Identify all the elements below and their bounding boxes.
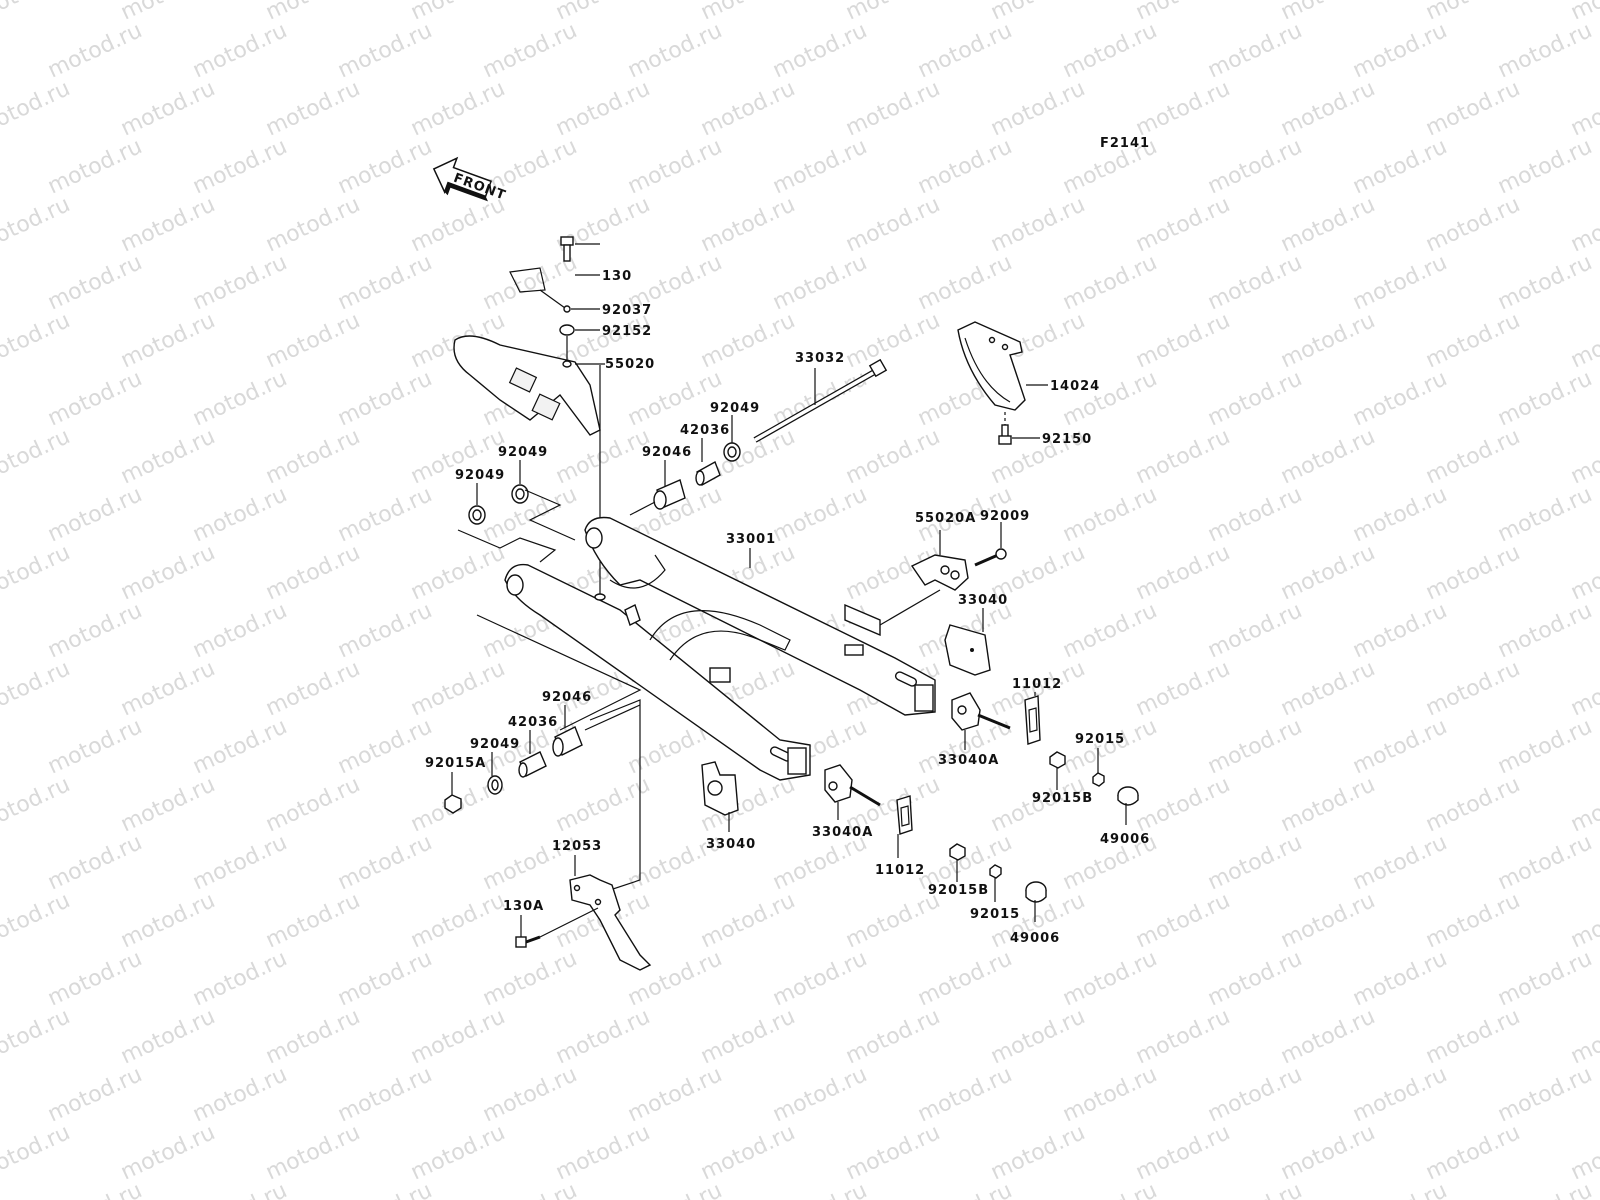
callout-92015A: 92015A [425, 756, 486, 771]
part-92037-clamp[interactable]: 92037 [509, 267, 652, 318]
callout-33040A-lower: 33040A [812, 825, 873, 840]
front-label: FRONT [451, 171, 508, 204]
part-92015B-nut-right[interactable]: 92015B [1032, 751, 1093, 806]
part-92049-seal-upper[interactable]: 92049 [710, 401, 760, 462]
callout-55020: 55020 [605, 357, 655, 372]
part-55020A-bracket[interactable]: 55020A [910, 511, 976, 591]
callout-130A: 130A [503, 899, 544, 914]
callout-11012-lower: 11012 [875, 863, 925, 878]
callout-11012-right: 11012 [1012, 677, 1062, 692]
callout-14024: 14024 [1050, 379, 1100, 394]
part-12053-chain-guard[interactable]: 12053 [552, 839, 652, 971]
part-33040-adjuster-block-lower[interactable]: 33040 [701, 761, 756, 852]
part-92009-screw[interactable]: 92009 [974, 509, 1030, 567]
part-11012-plate-lower[interactable]: 11012 [875, 795, 925, 878]
callout-92009: 92009 [980, 509, 1030, 524]
callout-33040-lower: 33040 [706, 837, 756, 852]
part-33001-swingarm[interactable]: 33001 [504, 516, 936, 781]
callout-92049-upper: 92049 [710, 401, 760, 416]
callout-55020A: 55020A [915, 511, 976, 526]
part-33040-adjuster-block-right[interactable]: 33040 [944, 593, 1008, 676]
front-arrow-icon: FRONT [432, 156, 508, 204]
callout-42036-upper: 42036 [680, 423, 730, 438]
callout-92046-upper: 92046 [642, 445, 692, 460]
figure-code: F2141 [1100, 136, 1150, 151]
part-42036-sleeve-upper[interactable]: 42036 [680, 423, 730, 487]
part-130A-bolt[interactable]: 130A [503, 899, 599, 948]
callout-92015B-lower: 92015B [928, 883, 989, 898]
part-92049-seal-lower[interactable]: 92049 [470, 737, 520, 795]
callout-33040-right: 33040 [958, 593, 1008, 608]
part-92150-bolt[interactable]: 92150 [998, 424, 1092, 447]
part-92046-needle-bearing-upper[interactable]: 92046 [642, 445, 692, 510]
part-33040A-adjuster-right[interactable]: 33040A [938, 692, 1011, 768]
callout-12053: 12053 [552, 839, 602, 854]
part-11012-plate-right[interactable]: 11012 [1012, 677, 1062, 745]
part-33032-pivot-shaft[interactable]: 33032 [753, 351, 888, 443]
callout-92015B-right: 92015B [1032, 791, 1093, 806]
callout-92046-lower: 92046 [542, 690, 592, 705]
callout-33032: 33032 [795, 351, 845, 366]
part-92015B-nut-lower[interactable]: 92015B [928, 843, 989, 898]
part-92049-seal-left-b[interactable]: 92049 [455, 468, 505, 525]
callout-92150: 92150 [1042, 432, 1092, 447]
part-42036-sleeve-lower[interactable]: 42036 [508, 715, 558, 778]
callout-92037: 92037 [602, 303, 652, 318]
callout-33040A-right: 33040A [938, 753, 999, 768]
part-92015-nut-lower[interactable]: 92015 [970, 864, 1020, 922]
part-92046-needle-bearing-lower[interactable]: 92046 [542, 690, 592, 757]
callout-49006-right: 49006 [1100, 832, 1150, 847]
callout-92015-lower: 92015 [970, 907, 1020, 922]
part-92152-collar[interactable]: 92152 [559, 324, 652, 339]
callout-49006-lower: 49006 [1010, 931, 1060, 946]
part-92049-seal-left-a[interactable]: 92049 [498, 445, 548, 504]
callout-42036-lower: 42036 [508, 715, 558, 730]
part-33040A-adjuster-lower[interactable]: 33040A [812, 764, 881, 840]
callout-92152: 92152 [602, 324, 652, 339]
part-92015A-nut[interactable]: 92015A [425, 756, 486, 814]
part-14024-chain-slider[interactable]: 14024 [957, 321, 1100, 411]
part-92015-nut-right[interactable]: 92015 [1075, 732, 1125, 787]
callout-92049-lower: 92049 [470, 737, 520, 752]
part-55020-chain-guide[interactable]: 55020 [453, 335, 655, 436]
part-49006-cap-lower[interactable]: 49006 [1010, 881, 1060, 946]
part-130-bolt[interactable]: 130 [560, 236, 632, 284]
callout-92015-right: 92015 [1075, 732, 1125, 747]
callout-130: 130 [602, 269, 632, 284]
part-49006-cap-right[interactable]: 49006 [1100, 786, 1150, 847]
callout-33001: 33001 [726, 532, 776, 547]
callout-92049-left-a: 92049 [498, 445, 548, 460]
callout-92049-left-b: 92049 [455, 468, 505, 483]
